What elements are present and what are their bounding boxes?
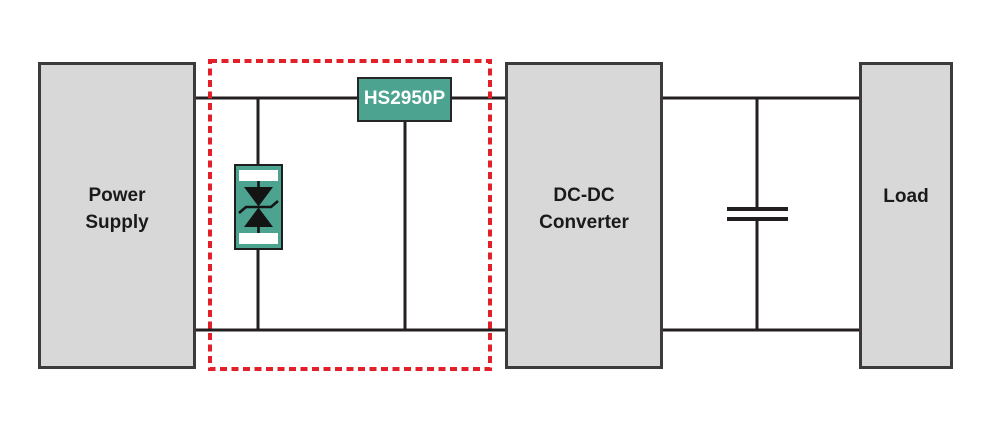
tvs-top-band <box>239 170 278 181</box>
protection-circuit-outline <box>208 59 492 371</box>
load-block: Load <box>859 62 953 369</box>
protection-ic-label: HS2950P <box>363 87 446 109</box>
tvs-breakdown-bar <box>238 200 279 214</box>
power-supply-label: Power Supply <box>85 184 149 233</box>
power-supply-block: Power Supply <box>38 62 196 369</box>
dcdc-converter-label: DC-DC Converter <box>539 184 629 233</box>
load-label: Load <box>883 186 929 208</box>
bidirectional-tvs-diode-icon <box>234 164 283 250</box>
protection-ic-block: HS2950P <box>357 77 452 122</box>
tvs-symbol <box>244 181 273 233</box>
capacitor-icon <box>727 207 788 221</box>
tvs-bottom-band <box>239 233 278 244</box>
dcdc-converter-block: DC-DC Converter <box>505 62 663 369</box>
tvs-diode <box>234 164 283 250</box>
